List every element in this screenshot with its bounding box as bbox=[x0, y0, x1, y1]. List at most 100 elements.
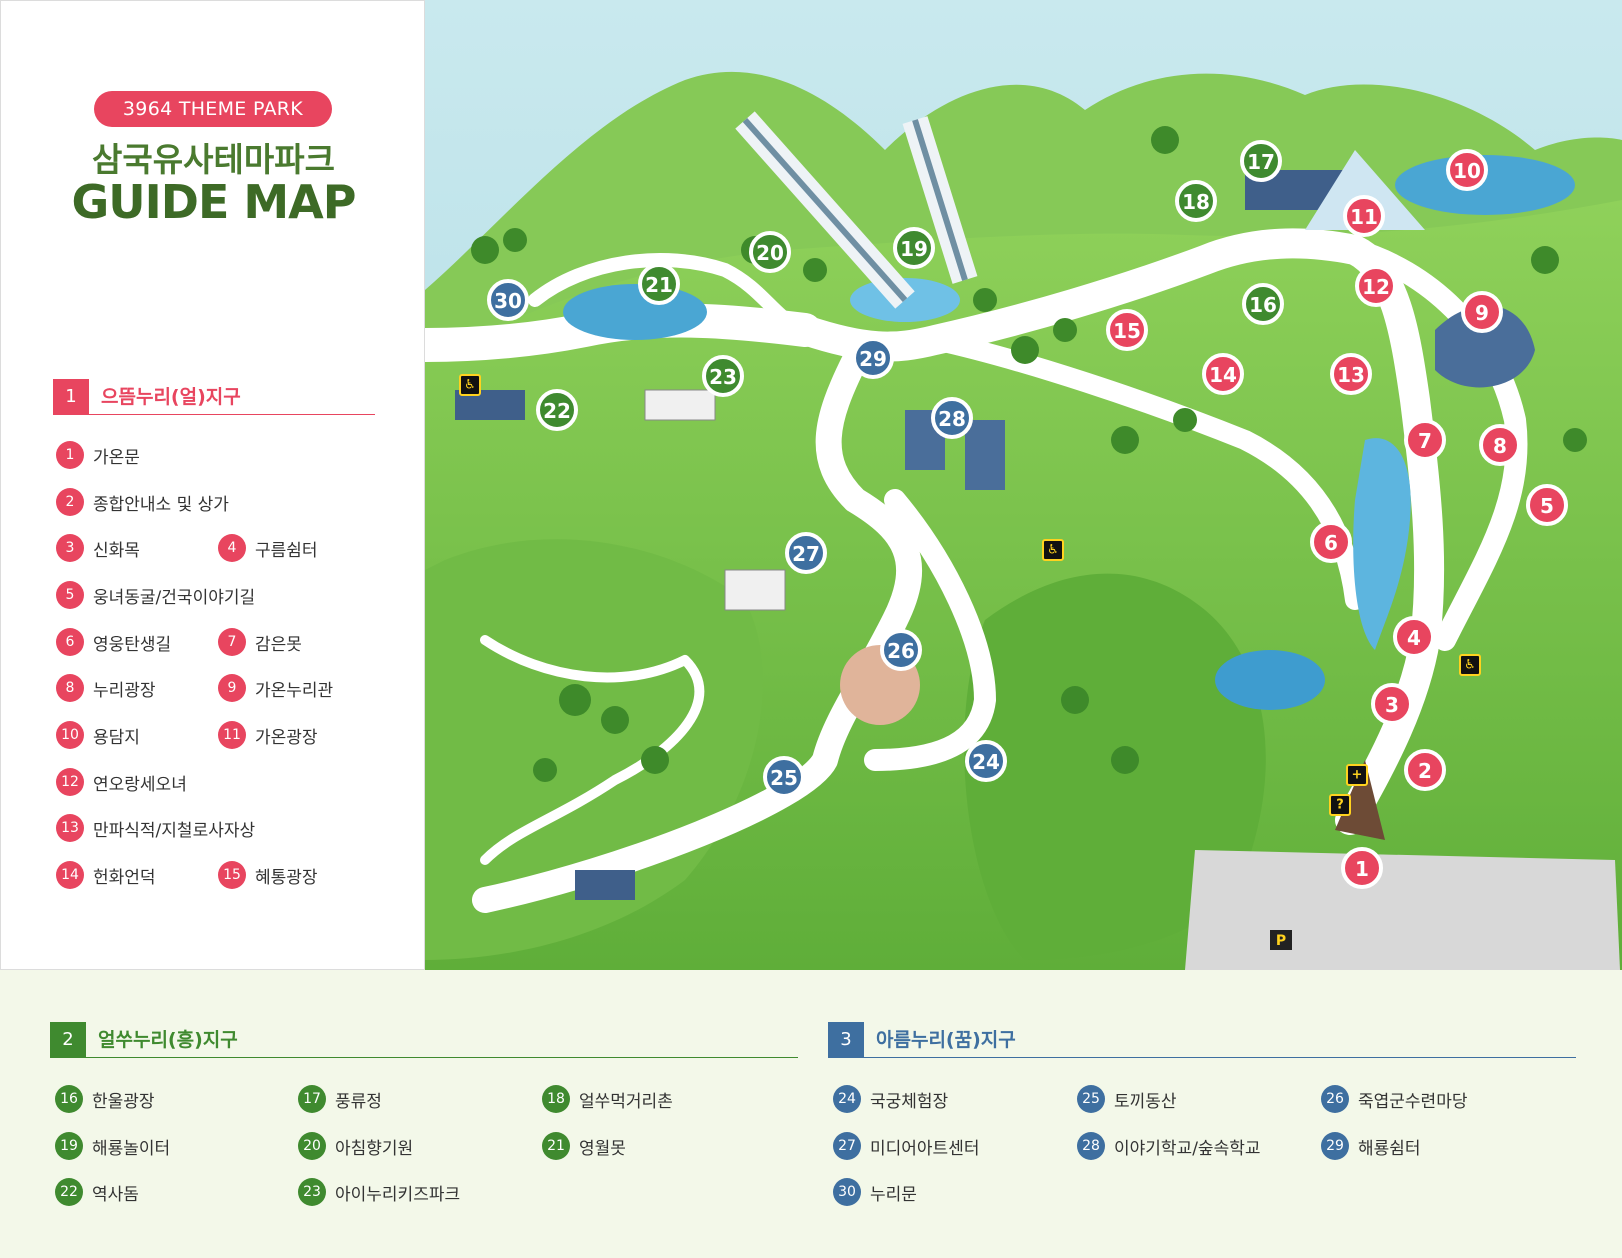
map-marker-5[interactable]: 5 bbox=[1526, 484, 1568, 526]
zone-number: 2 bbox=[50, 1022, 86, 1058]
map-marker-label: 9 bbox=[1475, 301, 1489, 325]
parking-sign-label: P bbox=[1276, 933, 1286, 949]
map-marker-14[interactable]: 14 bbox=[1202, 353, 1244, 395]
map-marker-label: 13 bbox=[1337, 363, 1365, 387]
legend-item-label: 가온누리관 bbox=[255, 680, 334, 701]
zone-title: 얼쑤누리(흥)지구 bbox=[98, 1029, 238, 1051]
pond-10 bbox=[1395, 155, 1575, 215]
map-marker-label: 27 bbox=[792, 542, 820, 566]
map-marker-2[interactable]: 2 bbox=[1404, 749, 1446, 791]
map-marker-21[interactable]: 21 bbox=[638, 263, 680, 305]
legend-item-number: 24 bbox=[833, 1085, 861, 1113]
zone-number: 1 bbox=[53, 379, 89, 415]
zone-2-header: 2 얼쑤누리(흥)지구 bbox=[50, 1022, 798, 1058]
map-marker-19[interactable]: 19 bbox=[893, 227, 935, 269]
legend-item-label: 신화목 bbox=[93, 540, 140, 561]
map-marker-30[interactable]: 30 bbox=[487, 279, 529, 321]
legend-item-label: 풍류정 bbox=[335, 1091, 382, 1112]
map-marker-17[interactable]: 17 bbox=[1240, 140, 1282, 182]
legend-item-label: 연오랑세오녀 bbox=[93, 774, 187, 795]
legend-item-label: 국궁체험장 bbox=[870, 1091, 949, 1112]
legend-item-label: 헌화언덕 bbox=[93, 867, 156, 888]
map-marker-label: 22 bbox=[543, 399, 571, 423]
legend-item-number: 27 bbox=[833, 1132, 861, 1160]
trees bbox=[471, 126, 1587, 782]
pond-3 bbox=[1215, 650, 1325, 710]
legend-item-number: 18 bbox=[542, 1085, 570, 1113]
map-marker-18[interactable]: 18 bbox=[1175, 180, 1217, 222]
ponds bbox=[563, 155, 1575, 710]
map-marker-22[interactable]: 22 bbox=[536, 389, 578, 431]
map-marker-label: 16 bbox=[1249, 293, 1277, 317]
map-marker-label: 14 bbox=[1209, 363, 1237, 387]
park-badge: 3964 THEME PARK bbox=[94, 91, 332, 127]
map-marker-28[interactable]: 28 bbox=[931, 397, 973, 439]
map-marker-20[interactable]: 20 bbox=[749, 231, 791, 273]
map-marker-label: 7 bbox=[1418, 429, 1432, 453]
map-marker-6[interactable]: 6 bbox=[1310, 521, 1352, 563]
legend-item-label: 해룡놀이터 bbox=[92, 1138, 171, 1159]
map-marker-25[interactable]: 25 bbox=[763, 756, 805, 798]
legend-item-number: 2 bbox=[56, 488, 84, 516]
map-marker-13[interactable]: 13 bbox=[1330, 353, 1372, 395]
legend-item-number: 13 bbox=[56, 814, 84, 842]
legend-item-label: 역사돔 bbox=[92, 1184, 139, 1205]
map-marker-4[interactable]: 4 bbox=[1393, 616, 1435, 658]
restroom-icon: ♿ bbox=[459, 374, 481, 396]
parking-lot: P bbox=[1185, 850, 1620, 970]
information-icon: ? bbox=[1329, 794, 1351, 816]
map-marker-27[interactable]: 27 bbox=[785, 532, 827, 574]
map-marker-12[interactable]: 12 bbox=[1355, 265, 1397, 307]
legend-item-number: 28 bbox=[1077, 1132, 1105, 1160]
restroom-icon: ♿ bbox=[1042, 539, 1064, 561]
svg-text:♿: ♿ bbox=[1047, 543, 1059, 558]
map-marker-9[interactable]: 9 bbox=[1461, 291, 1503, 333]
legend-item-number: 23 bbox=[298, 1178, 326, 1206]
map-marker-24[interactable]: 24 bbox=[965, 740, 1007, 782]
map-marker-label: 25 bbox=[770, 766, 798, 790]
map-marker-label: 1 bbox=[1355, 857, 1369, 881]
legend-item-label: 아이누리키즈파크 bbox=[335, 1184, 461, 1205]
map-marker-8[interactable]: 8 bbox=[1479, 424, 1521, 466]
legend-item-number: 7 bbox=[218, 628, 246, 656]
map-marker-label: 24 bbox=[972, 750, 1000, 774]
legend-item-number: 4 bbox=[218, 534, 246, 562]
map-marker-label: 17 bbox=[1247, 150, 1275, 174]
legend-item-24: 24 국궁체험장 bbox=[833, 1085, 948, 1113]
map-marker-7[interactable]: 7 bbox=[1404, 419, 1446, 461]
map-marker-label: 3 bbox=[1385, 693, 1399, 717]
legend-item-number: 21 bbox=[542, 1132, 570, 1160]
map-marker-label: 29 bbox=[859, 347, 887, 371]
map-marker-1[interactable]: 1 bbox=[1341, 847, 1383, 889]
legend-item-number: 3 bbox=[56, 534, 84, 562]
zone-number: 3 bbox=[828, 1022, 864, 1058]
map-marker-3[interactable]: 3 bbox=[1371, 683, 1413, 725]
map-marker-26[interactable]: 26 bbox=[880, 629, 922, 671]
park-map-illustration: P ♿ ♿ bbox=[425, 0, 1622, 970]
map-marker-23[interactable]: 23 bbox=[702, 355, 744, 397]
map-marker-label: 8 bbox=[1493, 434, 1507, 458]
map-marker-label: 5 bbox=[1540, 494, 1554, 518]
map-marker-29[interactable]: 29 bbox=[852, 337, 894, 379]
map-marker-10[interactable]: 10 bbox=[1446, 149, 1488, 191]
legend-item-number: 8 bbox=[56, 674, 84, 702]
map-marker-11[interactable]: 11 bbox=[1343, 195, 1385, 237]
map-marker-label: 19 bbox=[900, 237, 928, 261]
legend-item-23: 23 아이누리키즈파크 bbox=[298, 1178, 460, 1206]
map-marker-16[interactable]: 16 bbox=[1242, 283, 1284, 325]
map-marker-label: 15 bbox=[1113, 319, 1141, 343]
map-marker-15[interactable]: 15 bbox=[1106, 309, 1148, 351]
legend-item-label: 용담지 bbox=[93, 727, 140, 748]
